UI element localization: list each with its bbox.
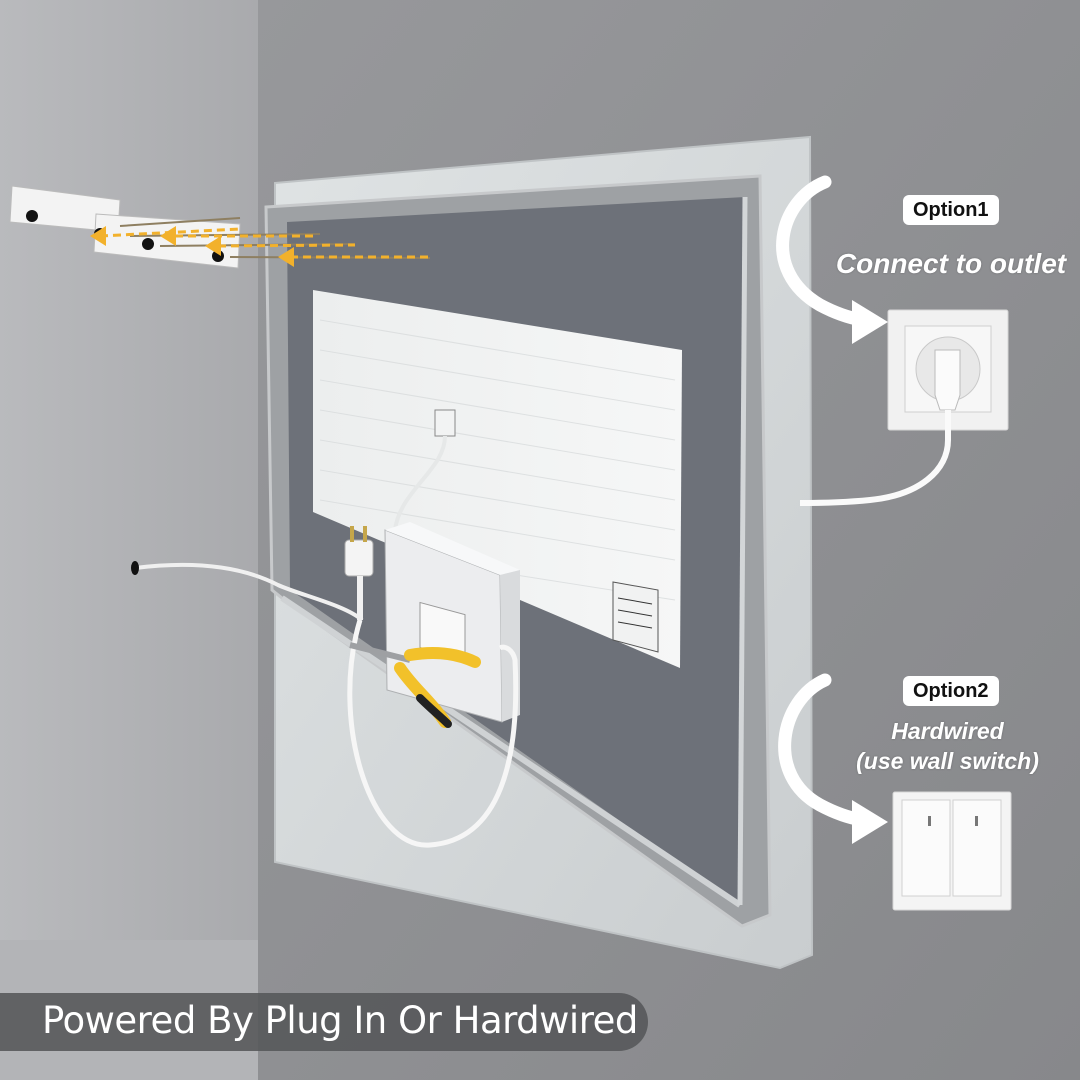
hardwire-cable — [134, 562, 364, 622]
option1-caption: Connect to outlet — [835, 248, 1067, 279]
defogger-label — [612, 581, 659, 653]
option2-arrow — [778, 673, 888, 844]
pliers — [349, 642, 481, 728]
option1-label: Option1 — [903, 195, 999, 225]
option2-label: Option2 — [903, 676, 999, 706]
option2-caption-line2: (use wall switch) — [856, 748, 1039, 774]
us-plug — [344, 526, 374, 620]
option2-caption-line1: Hardwired — [891, 718, 1004, 744]
option2-caption: Hardwired (use wall switch) — [840, 716, 1055, 776]
option1-arrow — [776, 175, 888, 344]
defogger-pad — [313, 290, 682, 668]
wall-outlet — [799, 309, 1009, 506]
wall-switch — [892, 791, 1012, 911]
wire-connector — [434, 409, 456, 437]
caption-banner — [0, 993, 648, 1051]
left-wall — [0, 0, 258, 1080]
power-cable — [347, 619, 519, 848]
mounting-brackets — [9, 185, 431, 269]
caption-banner-text: Powered By Plug In Or Hardwired — [42, 999, 638, 1042]
